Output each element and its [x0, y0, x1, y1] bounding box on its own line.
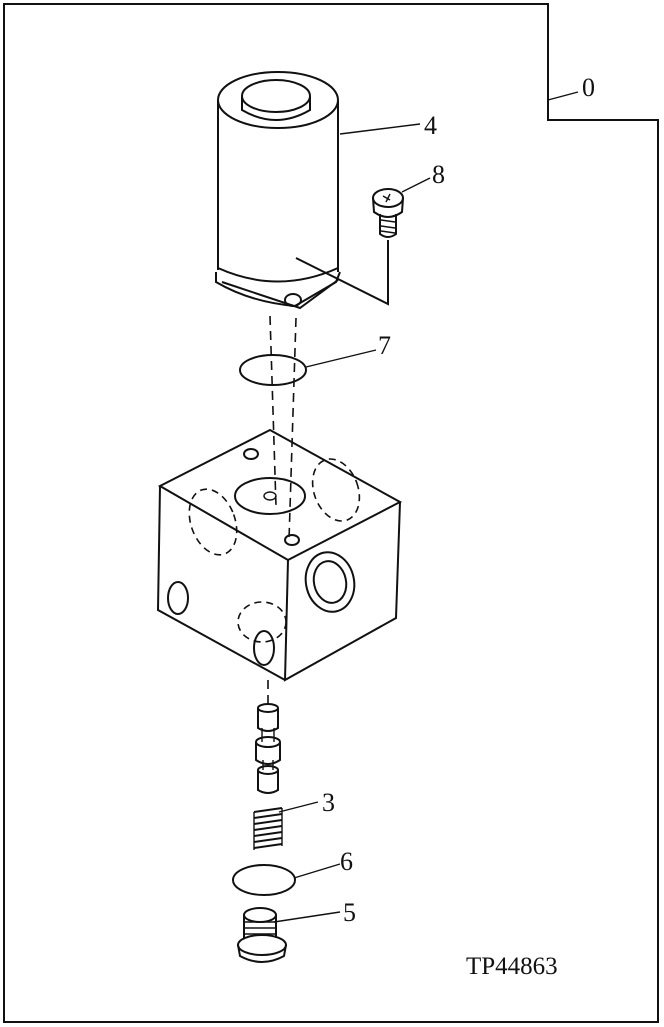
callout-7: 7 [378, 331, 391, 360]
callout-4: 4 [424, 111, 437, 140]
callout-0: 0 [582, 73, 595, 102]
callout-6: 6 [340, 847, 353, 876]
part-3-spool-and-spring [253, 703, 283, 850]
valve-body-block [156, 428, 403, 682]
figure-id-label: TP44863 [466, 953, 558, 980]
leader-lines [273, 91, 579, 923]
part-8-cap-screw [295, 188, 404, 306]
callout-3: 3 [322, 788, 335, 817]
part-4-solenoid-coil [215, 71, 341, 310]
page-frame [3, 3, 659, 1023]
part-7-o-ring [239, 354, 307, 386]
alignment-lines [267, 315, 297, 706]
callout-5: 5 [343, 898, 356, 927]
callout-8: 8 [432, 160, 445, 189]
part-5-plug [237, 907, 287, 963]
part-6-o-ring [232, 864, 296, 896]
